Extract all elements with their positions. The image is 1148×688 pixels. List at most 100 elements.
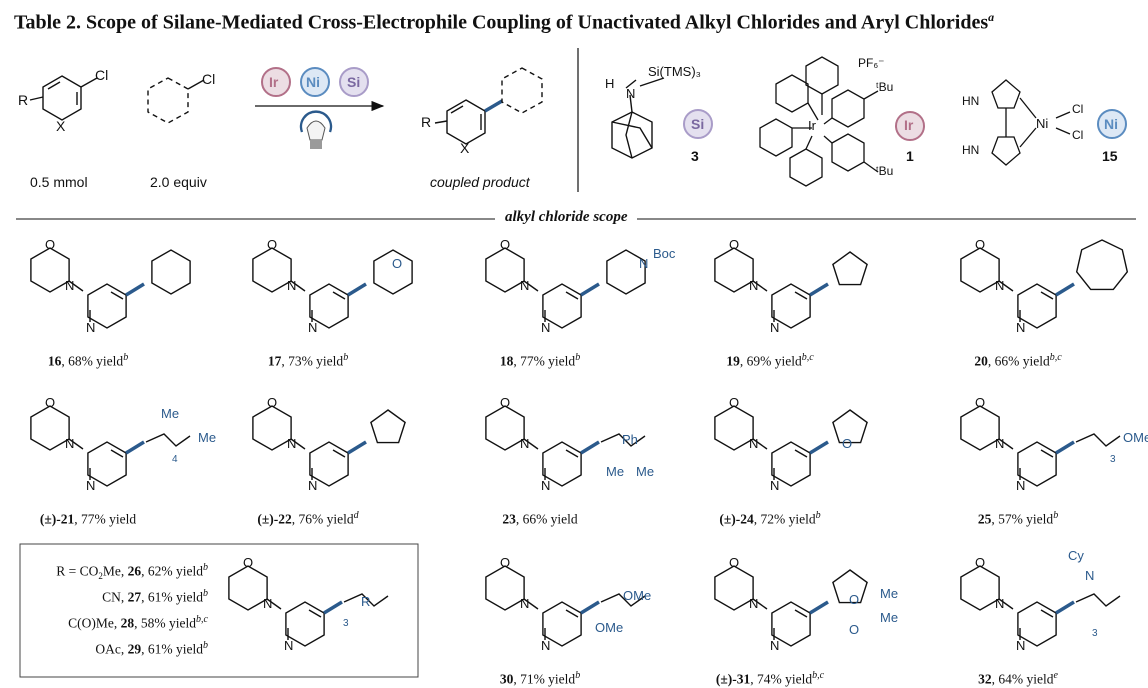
morpholine-n-label: N <box>995 596 1005 611</box>
me-label-21b: Me <box>198 430 217 445</box>
footnote-mark: b <box>123 352 129 363</box>
footnote-mark: b <box>575 352 581 363</box>
pyridine-n-label: N <box>541 638 551 653</box>
thf-o-label-24: O <box>842 436 853 451</box>
morpholine-o-label: O <box>975 555 986 570</box>
footnote-mark: e <box>1053 670 1058 681</box>
morpholine-o-label: O <box>267 237 278 252</box>
morpholine-o-label: O <box>267 395 278 410</box>
chloro-label-alkyl: Cl <box>202 71 216 87</box>
ni-cl-label-top: Cl <box>1072 102 1084 116</box>
morpholine-o-label: O <box>500 395 511 410</box>
nicat-compound-number: 15 <box>1102 148 1118 164</box>
silane-n-label: N <box>626 86 636 101</box>
footnote-mark: b,c <box>801 352 814 363</box>
ir-badge-small-text: Ir <box>904 117 914 133</box>
morpholine-n-label: N <box>520 436 530 451</box>
piperidine-n-label: N <box>639 256 649 271</box>
yield-text: , 72% yield <box>753 511 816 527</box>
morpholine-n-label: N <box>65 436 75 451</box>
chain-count-25: 3 <box>1110 454 1116 465</box>
pyridine-n-label: N <box>770 320 780 335</box>
entry-label-13: 32, 64% yielde <box>978 670 1058 688</box>
morpholine-n-label: N <box>65 278 75 293</box>
footnote-mark: d <box>353 510 359 521</box>
si-badge <box>339 67 369 97</box>
morpholine-o-label: O <box>45 237 56 252</box>
me-label-23a: Me <box>606 464 625 479</box>
r-label-box: R <box>361 594 371 609</box>
silane-reagent-structure <box>611 77 665 159</box>
ir-badge-text: Ir <box>269 74 279 90</box>
product-structure-18 <box>485 247 646 329</box>
product-x-label: X <box>460 140 470 156</box>
tbu-label-top: ᵗBu <box>876 80 894 94</box>
morpholine-n-label: N <box>995 436 1005 451</box>
entry-label-7: (±)-22, 76% yieldd <box>257 510 358 528</box>
ni-badge-small <box>1097 109 1127 139</box>
footnote-mark: b <box>815 510 821 521</box>
morpholine-o-label: O <box>975 237 986 252</box>
product-structure-26-29 <box>228 565 389 647</box>
box-entry-3: C(O)Me, 28, 58% yieldb,c <box>68 614 208 631</box>
yield-text: , 77% yield <box>74 511 137 527</box>
compound-number: (±)-24 <box>719 511 754 527</box>
chain-count-21: 4 <box>172 454 178 465</box>
yield-text: , 66% yield <box>987 353 1050 369</box>
lightbulb-icon <box>299 110 333 149</box>
yield-text: , 71% yield <box>513 671 576 687</box>
yield-text: , 66% yield <box>515 511 578 527</box>
box-entry-4: OAc, 29, 61% yieldb <box>95 640 208 657</box>
product-structure-30 <box>485 565 646 647</box>
pyridine-n-label: N <box>1016 478 1026 493</box>
pyridine-n-label: N <box>541 320 551 335</box>
pf6-label: PF₆⁻ <box>858 56 885 70</box>
r-group-label: R <box>18 92 29 108</box>
photocat-compound-number: 1 <box>906 148 914 164</box>
morpholine-o-label: O <box>729 555 740 570</box>
pyridine-n-label: N <box>1016 320 1026 335</box>
boc-label: Boc <box>653 246 676 261</box>
pyridine-n-label: N <box>308 478 318 493</box>
entry-label-10: 25, 57% yieldb <box>978 510 1058 528</box>
entry-label-9: (±)-24, 72% yieldb <box>719 510 820 528</box>
footnote-mark: b <box>575 670 581 681</box>
silane-si-label: Si(TMS)₃ <box>648 64 701 79</box>
si-badge-text: Si <box>347 74 361 90</box>
aryl-chloride-structure <box>29 75 98 121</box>
chloro-label: Cl <box>95 67 109 83</box>
pyridine-n-label: N <box>770 478 780 493</box>
thp-o-label: O <box>392 256 403 271</box>
product-structure-25 <box>960 405 1121 487</box>
morpholine-n-label: N <box>749 278 759 293</box>
compound-number: (±)-21 <box>39 511 75 527</box>
si-badge-small-text: Si <box>691 116 705 132</box>
table-title: Table 2. Scope of Silane-Mediated Cross-… <box>14 10 995 34</box>
yield-text: , 64% yield <box>991 671 1054 687</box>
product-label: coupled product <box>430 174 530 190</box>
pyridine-n-label: N <box>308 320 318 335</box>
ni-badge <box>300 67 330 97</box>
morpholine-n-label: N <box>287 436 297 451</box>
morpholine-o-label: O <box>500 237 511 252</box>
cy-label: Cy <box>1068 548 1084 563</box>
morpholine-o-label: O <box>729 395 740 410</box>
silane-compound-number: 3 <box>691 148 699 164</box>
morpholine-n-label: N <box>749 596 759 611</box>
nickel-center-label: Ni <box>1036 116 1049 131</box>
pyridine-n-label: N <box>1016 638 1026 653</box>
section-title: alkyl chloride scope <box>495 209 638 226</box>
entry-label-1: 16, 68% yieldb <box>48 352 128 370</box>
product-structure-22 <box>252 405 406 487</box>
iridium-photocatalyst-structure <box>759 56 879 187</box>
compound-number: 18 <box>499 353 514 369</box>
compound-number: 30 <box>499 671 514 687</box>
tbu-label-bottom: ᵗBu <box>876 164 894 178</box>
pyridine-n-label: N <box>86 478 96 493</box>
entry-label-2: 17, 73% yieldb <box>268 352 348 370</box>
footnote-mark: b,c <box>1049 352 1062 363</box>
entry-label-6: (±)-21, 77% yield <box>40 510 136 528</box>
hn-label-top: HN <box>962 94 980 108</box>
product-structure-16 <box>30 247 191 329</box>
